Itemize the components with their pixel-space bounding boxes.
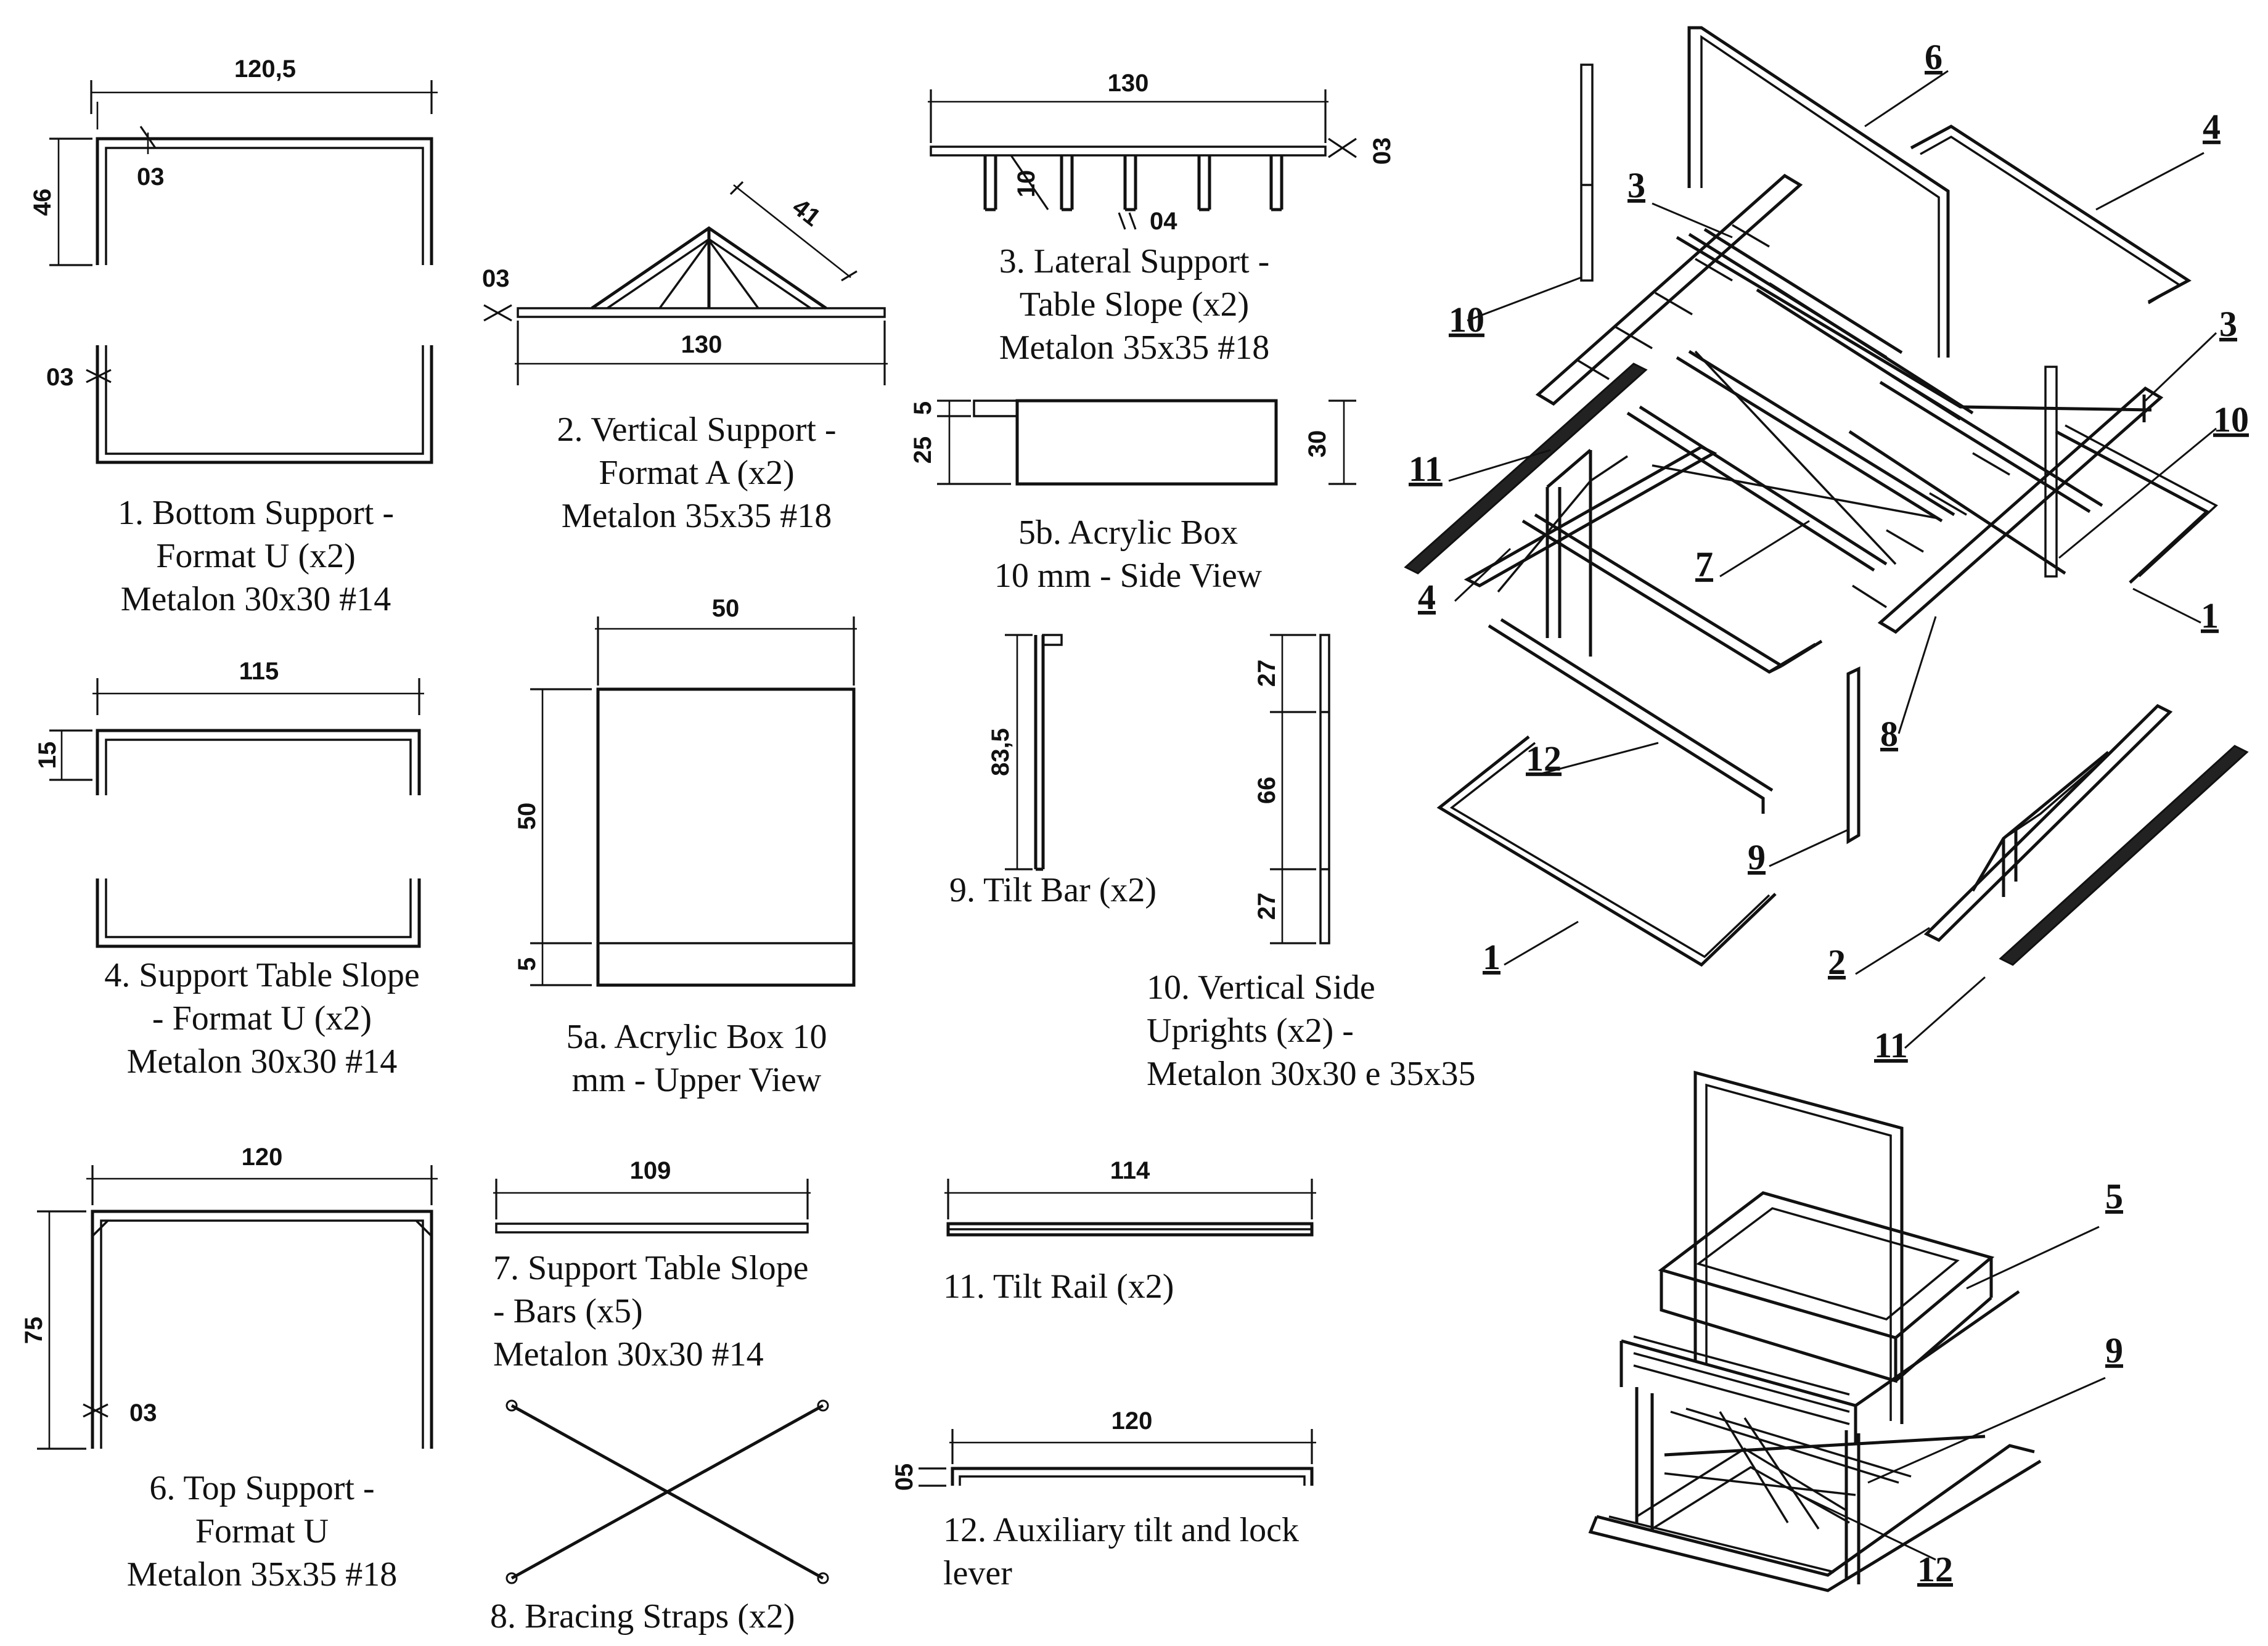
part-11-tilt-rail: 114 11. Tilt Rail (x2) [943, 1157, 1316, 1306]
p10-mid-dim: 66 [1253, 777, 1280, 805]
p5a-caption-line2: mm - Upper View [572, 1061, 822, 1099]
p7-caption-line3: Metalon 30x30 #14 [493, 1335, 764, 1374]
p6-caption-line1: 6. Top Support - [149, 1469, 374, 1507]
p5b-caption-line2: 10 mm - Side View [994, 557, 1263, 595]
p4-caption-line3: Metalon 30x30 #14 [127, 1042, 398, 1081]
p11-caption: 11. Tilt Rail (x2) [943, 1267, 1174, 1306]
p2-thick-dim: 03 [482, 265, 510, 292]
part-5a-acrylic-upper: 50 50 5 5a. Acrylic Box 10 mm - Upper Vi… [514, 595, 857, 1099]
ex-label-12: 12 [1526, 739, 1562, 779]
part-7-table-bars: 109 7. Support Table Slope - Bars (x5) M… [493, 1157, 811, 1374]
p12-caption-line1: 12. Auxiliary tilt and lock [943, 1511, 1299, 1549]
p1-thick-top-dim: 03 [137, 163, 165, 190]
ex-label-4b: 4 [1418, 577, 1436, 617]
part-10-vertical-uprights: 27 66 27 10. Vertical Side Uprights (x2)… [1147, 634, 1475, 1093]
p1-caption-line2: Format U (x2) [156, 537, 356, 575]
ex-label-10a: 10 [1449, 300, 1484, 340]
as-label-5: 5 [2105, 1176, 2123, 1216]
p11-length-dim: 114 [1110, 1157, 1150, 1184]
ex-label-1a: 1 [2201, 596, 2219, 636]
p12-height-dim: 05 [891, 1464, 918, 1491]
p10-bottom-dim: 27 [1253, 893, 1280, 920]
p3-caption-line3: Metalon 35x35 #18 [999, 329, 1270, 367]
part-12-auxiliary-lever: 120 05 12. Auxiliary tilt and lock lever [891, 1407, 1316, 1592]
p10-caption-line2: Uprights (x2) - [1147, 1012, 1354, 1050]
p2-diag-dim: 41 [787, 194, 825, 232]
p9-height-dim: 83,5 [987, 728, 1014, 776]
p9-caption: 9. Tilt Bar (x2) [949, 871, 1157, 909]
p1-width-dim: 120,5 [234, 55, 296, 83]
part-8-bracing-straps: 8. Bracing Straps (x2) [490, 1399, 829, 1636]
p1-caption-line1: 1. Bottom Support - [118, 494, 394, 532]
p5b-caption-line1: 5b. Acrylic Box [1018, 514, 1238, 552]
p7-caption-line1: 7. Support Table Slope [493, 1249, 808, 1287]
p7-caption-line2: - Bars (x5) [493, 1292, 643, 1330]
p3-length-dim: 130 [1108, 70, 1149, 97]
p3-tooth-dim: 10 [1013, 170, 1040, 198]
p6-width-dim: 120 [242, 1144, 283, 1171]
part-5b-acrylic-side: 5 25 30 5b. Acrylic Box 10 mm - Side Vie… [909, 399, 1356, 595]
p10-caption-line3: Metalon 30x30 e 35x35 [1147, 1055, 1475, 1093]
ex-label-6: 6 [1925, 37, 1943, 77]
p4-width-dim: 115 [239, 658, 279, 685]
ex-label-8: 8 [1880, 714, 1898, 754]
p4-caption-line2: - Format U (x2) [152, 999, 372, 1038]
p1-height-dim: 46 [29, 189, 56, 216]
part-4-support-table-slope: 115 15 4. Support Table Slope - Format U… [34, 658, 424, 1081]
ex-label-2: 2 [1828, 942, 1846, 982]
ex-label-10b: 10 [2213, 399, 2249, 440]
ex-label-1b: 1 [1483, 937, 1500, 977]
p2-caption-line2: Format A (x2) [599, 454, 794, 492]
p5b-right-dim: 30 [1304, 430, 1331, 458]
p5a-width-dim: 50 [712, 595, 740, 622]
p3-caption-line2: Table Slope (x2) [1020, 285, 1249, 324]
p5b-left-dim: 25 [909, 436, 936, 464]
p1-caption-line3: Metalon 30x30 #14 [121, 580, 391, 618]
p2-length-dim: 130 [681, 331, 723, 358]
p7-length-dim: 109 [630, 1157, 671, 1184]
ex-label-11b: 11 [1874, 1025, 1908, 1065]
assembled-view: 5 9 12 [1588, 1070, 2123, 1592]
p5a-lip-dim: 5 [514, 957, 541, 971]
p6-caption-line3: Metalon 35x35 #18 [127, 1555, 398, 1594]
p5a-height-dim: 50 [514, 803, 541, 830]
p5a-caption-line1: 5a. Acrylic Box 10 [566, 1018, 827, 1056]
ex-label-3a: 3 [1627, 165, 1645, 205]
as-label-12: 12 [1917, 1549, 1953, 1589]
ex-label-11a: 11 [1409, 449, 1443, 489]
exploded-view: 6 4 3 10 3 10 11 4 7 1 8 12 9 1 2 11 [1404, 26, 2249, 1065]
part-6-top-support: 120 75 03 6. Top Support - Format U Meta… [20, 1144, 438, 1594]
as-label-9: 9 [2105, 1330, 2123, 1370]
p10-top-dim: 27 [1253, 660, 1280, 687]
ex-label-3b: 3 [2219, 304, 2237, 344]
p3-thick-dim: 03 [1369, 137, 1396, 165]
p12-caption-line2: lever [943, 1554, 1012, 1592]
p2-caption-line3: Metalon 35x35 #18 [562, 497, 832, 535]
part-1-bottom-support: 120,5 46 03 03 1. Bottom Support - Forma… [29, 55, 438, 618]
p8-caption: 8. Bracing Straps (x2) [490, 1597, 795, 1636]
part-2-vertical-support: 41 03 130 2. Vertical Support - Format A… [482, 181, 888, 535]
p3-gap-dim: 04 [1150, 208, 1177, 235]
part-3-lateral-support: 130 03 10 04 3. Lateral Support - Table … [928, 70, 1396, 367]
p6-height-dim: 75 [20, 1317, 47, 1345]
p4-height-dim: 15 [34, 742, 61, 769]
p10-caption-line1: 10. Vertical Side [1147, 968, 1375, 1007]
part-9-tilt-bar: 83,5 9. Tilt Bar (x2) [949, 634, 1157, 909]
p6-thick-dim: 03 [129, 1399, 157, 1427]
p1-thick-side-dim: 03 [46, 364, 74, 391]
p2-caption-line1: 2. Vertical Support - [557, 411, 836, 449]
ex-label-9: 9 [1748, 837, 1766, 877]
p5b-top-dim: 5 [909, 401, 936, 415]
p6-caption-line2: Format U [195, 1512, 329, 1550]
p3-caption-line1: 3. Lateral Support - [999, 242, 1270, 280]
p4-caption-line1: 4. Support Table Slope [104, 956, 419, 994]
p12-length-dim: 120 [1111, 1407, 1153, 1435]
ex-label-7: 7 [1695, 544, 1713, 584]
ex-label-4: 4 [2203, 107, 2221, 147]
